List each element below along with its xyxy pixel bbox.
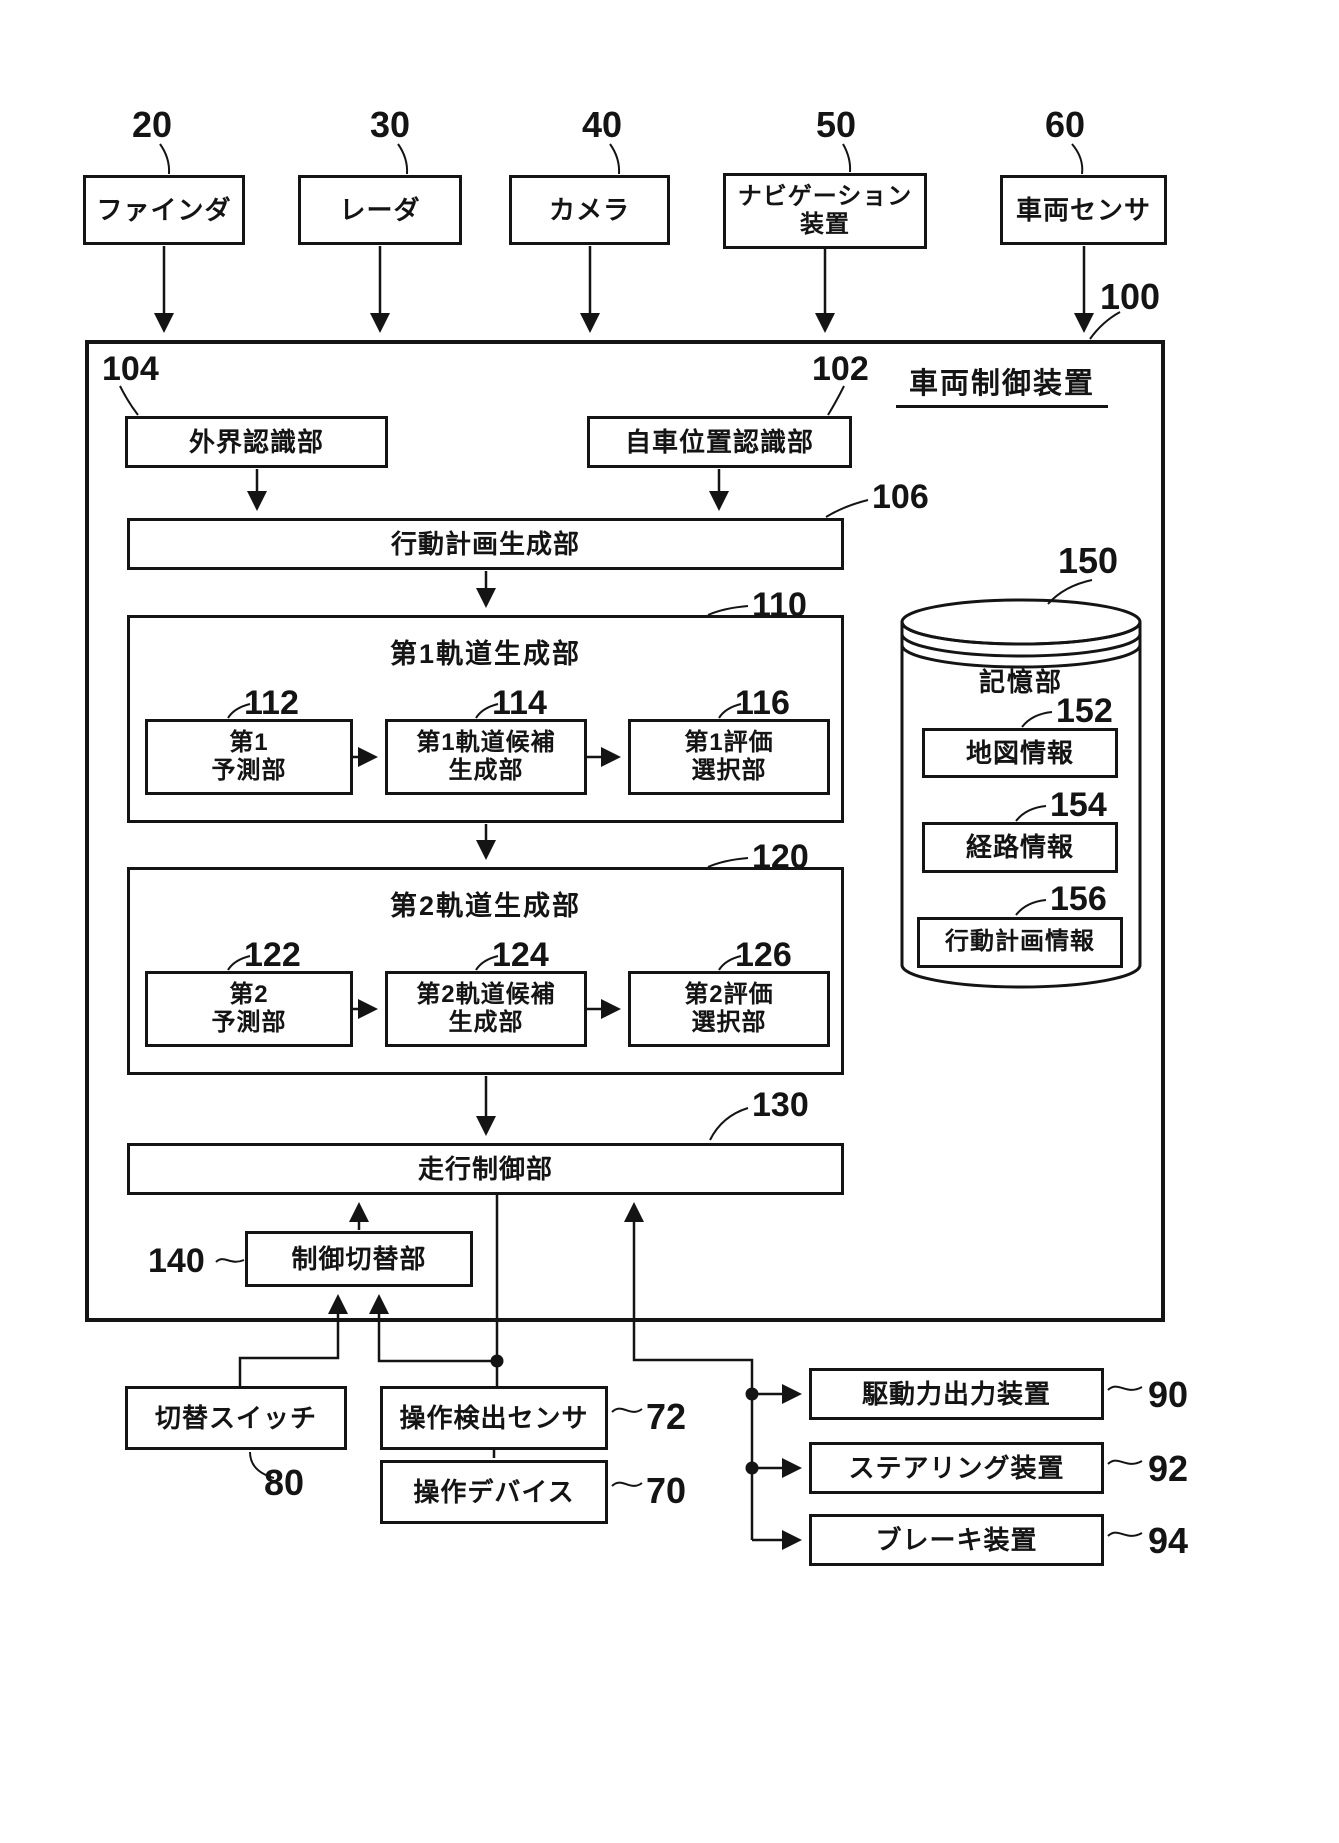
ref-brake: 94 xyxy=(1148,1520,1189,1561)
control-switch-label: 制御切替部 xyxy=(291,1243,427,1274)
trajectory2-title: 第2軌道生成部 xyxy=(389,891,582,921)
ref-steering: 92 xyxy=(1148,1448,1189,1489)
changeover-switch-box: 切替スイッチ xyxy=(125,1386,347,1450)
ref-drive-force-output: 90 xyxy=(1148,1374,1189,1415)
camera-box: カメラ xyxy=(509,175,670,245)
route-info-label: 経路情報 xyxy=(965,832,1074,863)
vehicle-sensor-box: 車両センサ xyxy=(1000,175,1167,245)
candidate2-line1: 第2軌道候補 xyxy=(416,980,556,1008)
ref-trajectory2: 120 xyxy=(752,838,809,876)
ref-own-position: 102 xyxy=(812,350,869,388)
navigation-label-line2: 装置 xyxy=(800,211,850,238)
action-plan-box: 行動計画生成部 xyxy=(127,518,844,570)
storage-title: 記憶部 xyxy=(978,667,1063,697)
trajectory1-title: 第1軌道生成部 xyxy=(389,639,582,669)
ref-vehicle-sensor: 60 xyxy=(1044,104,1086,145)
ref-finder: 20 xyxy=(131,104,173,145)
ref-control-switch: 140 xyxy=(148,1242,205,1280)
predictor2-line1: 第2 xyxy=(229,980,269,1008)
trajectory1-box xyxy=(127,615,844,823)
ref-outside-recognition: 104 xyxy=(102,350,159,388)
candidate2-box: 第2軌道候補 生成部 xyxy=(385,971,587,1047)
route-info-box: 経路情報 xyxy=(922,822,1118,873)
drive-force-output-label: 駆動力出力装置 xyxy=(861,1378,1051,1409)
action-plan-label: 行動計画生成部 xyxy=(390,528,580,559)
outside-recognition-box: 外界認識部 xyxy=(125,416,388,468)
evaluation1-box: 第1評価 選択部 xyxy=(628,719,830,795)
candidate1-line2: 生成部 xyxy=(448,757,524,784)
ref-predictor1: 112 xyxy=(244,684,299,722)
evaluation2-line2: 選択部 xyxy=(691,1009,767,1036)
navigation-label-line1: ナビゲーション xyxy=(737,182,913,210)
control-switch-box: 制御切替部 xyxy=(245,1231,473,1287)
ref-map-info: 152 xyxy=(1056,692,1113,730)
changeover-switch-label: 切替スイッチ xyxy=(154,1402,317,1433)
operation-sensor-label: 操作検出センサ xyxy=(399,1402,589,1433)
drive-force-output-box: 駆動力出力装置 xyxy=(809,1368,1104,1420)
ref-camera: 40 xyxy=(581,104,623,145)
operation-device-label: 操作デバイス xyxy=(413,1476,575,1507)
brake-label: ブレーキ装置 xyxy=(875,1524,1038,1555)
ref-travel-control: 130 xyxy=(752,1086,809,1124)
travel-control-label: 走行制御部 xyxy=(417,1153,553,1184)
storage-cylinder-shape xyxy=(900,598,1142,989)
predictor2-line2: 予測部 xyxy=(211,1009,287,1036)
ref-controller: 100 xyxy=(1100,276,1161,317)
navigation-box: ナビゲーション 装置 xyxy=(723,173,927,249)
vehicle-control-device-box xyxy=(85,340,1165,1322)
steering-label: ステアリング装置 xyxy=(848,1452,1065,1483)
operation-sensor-box: 操作検出センサ xyxy=(380,1386,608,1450)
camera-label: カメラ xyxy=(548,194,630,225)
ref-trajectory1: 110 xyxy=(752,586,807,624)
trajectory2-box xyxy=(127,867,844,1075)
map-info-label: 地図情報 xyxy=(965,737,1074,768)
travel-control-box: 走行制御部 xyxy=(127,1143,844,1195)
ref-navigation: 50 xyxy=(815,104,857,145)
ref-route-info: 154 xyxy=(1050,786,1107,824)
brake-box: ブレーキ装置 xyxy=(809,1514,1104,1566)
radar-label: レーダ xyxy=(339,194,421,225)
ref-candidate2: 124 xyxy=(492,936,549,974)
radar-box: レーダ xyxy=(298,175,462,245)
ref-operation-device: 70 xyxy=(646,1470,687,1511)
outside-recognition-label: 外界認識部 xyxy=(188,426,324,457)
ref-operation-sensor: 72 xyxy=(646,1396,687,1437)
candidate1-box: 第1軌道候補 生成部 xyxy=(385,719,587,795)
finder-box: ファインダ xyxy=(83,175,245,245)
predictor1-line2: 予測部 xyxy=(211,757,287,784)
own-position-label: 自車位置認識部 xyxy=(624,426,814,457)
evaluation1-line2: 選択部 xyxy=(691,757,767,784)
vehicle-sensor-label: 車両センサ xyxy=(1015,194,1151,225)
evaluation2-box: 第2評価 選択部 xyxy=(628,971,830,1047)
ref-storage: 150 xyxy=(1058,540,1119,581)
operation-device-box: 操作デバイス xyxy=(380,1460,608,1524)
ref-candidate1: 114 xyxy=(492,684,547,722)
ref-action-plan: 106 xyxy=(872,478,929,516)
ref-action-plan-info: 156 xyxy=(1050,880,1107,918)
ref-evaluation2: 126 xyxy=(735,936,792,974)
ref-predictor2: 122 xyxy=(244,936,301,974)
candidate1-line1: 第1軌道候補 xyxy=(416,728,556,756)
map-info-box: 地図情報 xyxy=(922,728,1118,778)
flow-arrows xyxy=(154,246,1094,1550)
ref-leaders xyxy=(119,143,1143,1537)
action-plan-info-box: 行動計画情報 xyxy=(917,917,1123,968)
ref-radar: 30 xyxy=(369,104,411,145)
predictor2-box: 第2 予測部 xyxy=(145,971,353,1047)
controller-title: 車両制御装置 xyxy=(896,360,1108,408)
ref-changeover-switch: 80 xyxy=(264,1462,305,1503)
steering-box: ステアリング装置 xyxy=(809,1442,1104,1494)
evaluation1-line1: 第1評価 xyxy=(684,728,774,756)
ref-evaluation1: 116 xyxy=(735,684,790,722)
finder-label: ファインダ xyxy=(96,194,232,225)
action-plan-info-label: 行動計画情報 xyxy=(945,928,1095,956)
evaluation2-line1: 第2評価 xyxy=(684,980,774,1008)
predictor1-line1: 第1 xyxy=(229,728,269,756)
junction-dots xyxy=(490,1354,759,1475)
own-position-box: 自車位置認識部 xyxy=(587,416,852,468)
predictor1-box: 第1 予測部 xyxy=(145,719,353,795)
candidate2-line2: 生成部 xyxy=(448,1009,524,1036)
